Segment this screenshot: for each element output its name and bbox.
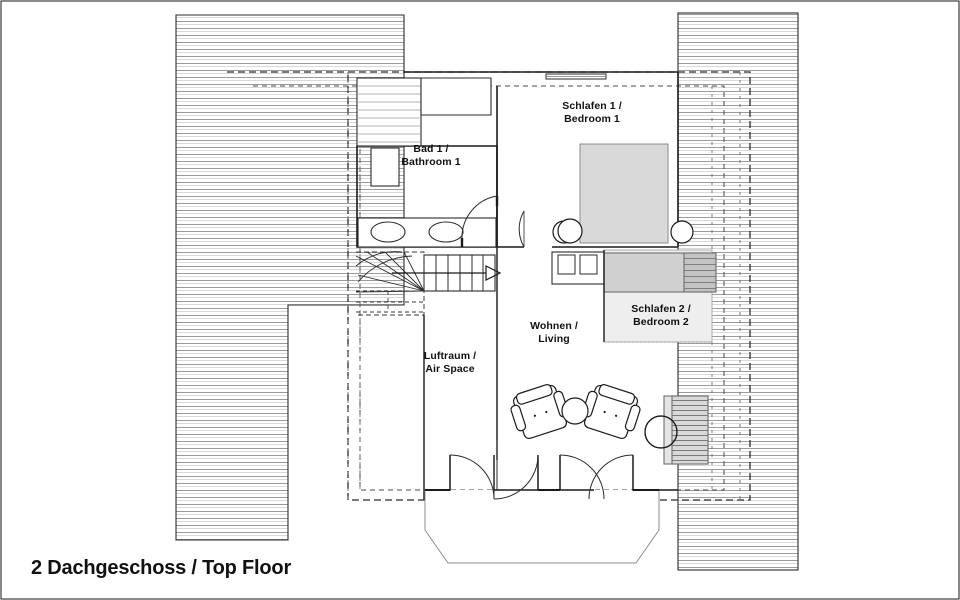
balcony [424,440,660,564]
roof-ridge-dashed-lines [227,71,751,501]
hall-round-table [557,218,583,244]
page-title: 2 Dachgeschoss / Top Floor [31,557,292,579]
stair-direction-arrow [392,265,502,281]
bathroom-1-structure [356,77,499,248]
staircase [355,251,502,316]
side-table [644,415,678,449]
bed-bedroom-2-headboard [683,252,717,293]
lower-wall-segments [659,489,678,491]
bedroom-2-structure [603,249,717,343]
bed-bedroom-1 [579,143,669,244]
roof-slope-left [175,14,405,541]
window-bedroom-1 [545,73,607,80]
air-space-boundary [423,247,498,500]
hall-furniture [551,218,605,285]
nightstand-right [670,220,694,244]
roof-ridge-dashed-inner [253,85,725,491]
bedroom-1-furniture [518,73,694,249]
wardrobe-bedroom-2 [644,395,709,465]
sink-basin-left [370,221,406,243]
living-room-furniture [510,384,678,449]
coffee-table [561,397,589,425]
sink-basin-right [428,221,464,243]
